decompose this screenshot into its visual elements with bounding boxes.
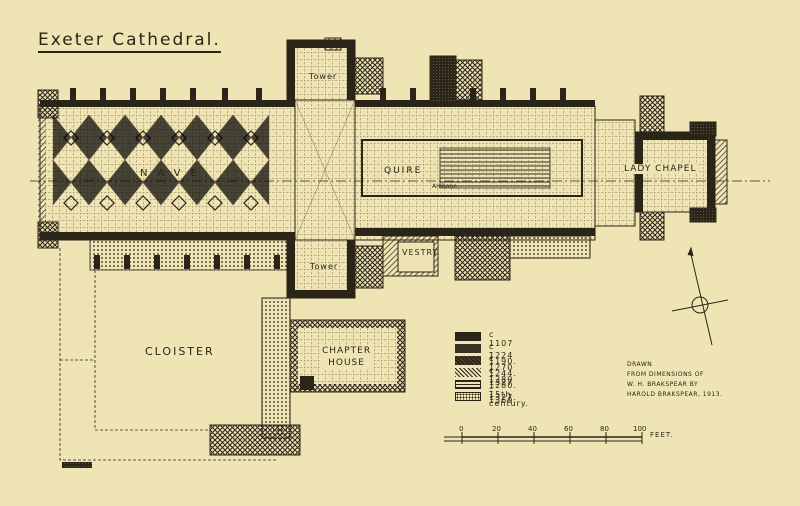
scale-tick-label: 100 [633, 425, 647, 433]
slype-passage [209, 297, 301, 456]
quire-label: QUIRE [384, 166, 423, 176]
legend-swatch [455, 368, 481, 377]
plan-title: Exeter Cathedral. [38, 30, 221, 53]
ambo-label: Ambone [432, 183, 457, 190]
credit-line: HAROLD BRAKSPEAR, 1913. [627, 391, 723, 398]
crossing-plan [294, 99, 356, 241]
cloister-fragment [62, 462, 92, 468]
credit-line: W. H. BRAKSPEAR BY [627, 381, 699, 388]
chapter-house-label-line1: CHAPTER [322, 346, 372, 356]
credit-line: DRAWN [627, 361, 653, 368]
compass-rose [671, 246, 729, 346]
cloister-label: CLOISTER [145, 345, 215, 358]
cloister-outline [59, 248, 278, 461]
legend-swatch [455, 380, 481, 389]
scale-tick-label: 0 [459, 425, 464, 433]
credit-line: FROM DIMENSIONS OF [627, 371, 704, 378]
legend-label: 15th century. [489, 390, 530, 408]
south-tower-label: Tower [310, 262, 339, 271]
nave-plan [37, 88, 296, 271]
legend-swatch [455, 392, 481, 401]
legend-swatch [455, 344, 481, 353]
legend-swatch [455, 356, 481, 365]
scale-tick-label: 60 [564, 425, 573, 433]
scale-tick-label: 80 [600, 425, 609, 433]
north-tower-label: Tower [309, 72, 338, 81]
legend-label: c 1107 – 1190. [489, 330, 517, 366]
north-tower-plan [286, 37, 384, 101]
scale-tick-label: 40 [528, 425, 537, 433]
chapter-house-label-line2: HOUSE [328, 358, 365, 368]
scale-unit-label: FEET. [650, 431, 674, 439]
legend-label: c 1224 – 1244. [489, 342, 517, 378]
scale-tick-label: 20 [492, 425, 501, 433]
nave-label: NAVE [140, 168, 207, 179]
legend-label: 1327 – 1369. [489, 378, 517, 405]
south-tower-plan [286, 239, 384, 299]
credit-note: DRAWN FROM DIMENSIONS OF W. H. BRAKSPEAR… [627, 360, 722, 400]
lady-chapel-label: LADY CHAPEL [624, 164, 697, 174]
chapter-house-label: CHAPTER HOUSE [320, 345, 374, 369]
scale-bar [444, 432, 643, 444]
vestry-label: VESTRY [402, 248, 439, 257]
legend-swatch [455, 332, 481, 341]
quire-plan [354, 55, 596, 281]
legend-label: c 1280 – 1327. [489, 366, 517, 402]
legend-label: c 1270 – 1280. [489, 354, 517, 390]
